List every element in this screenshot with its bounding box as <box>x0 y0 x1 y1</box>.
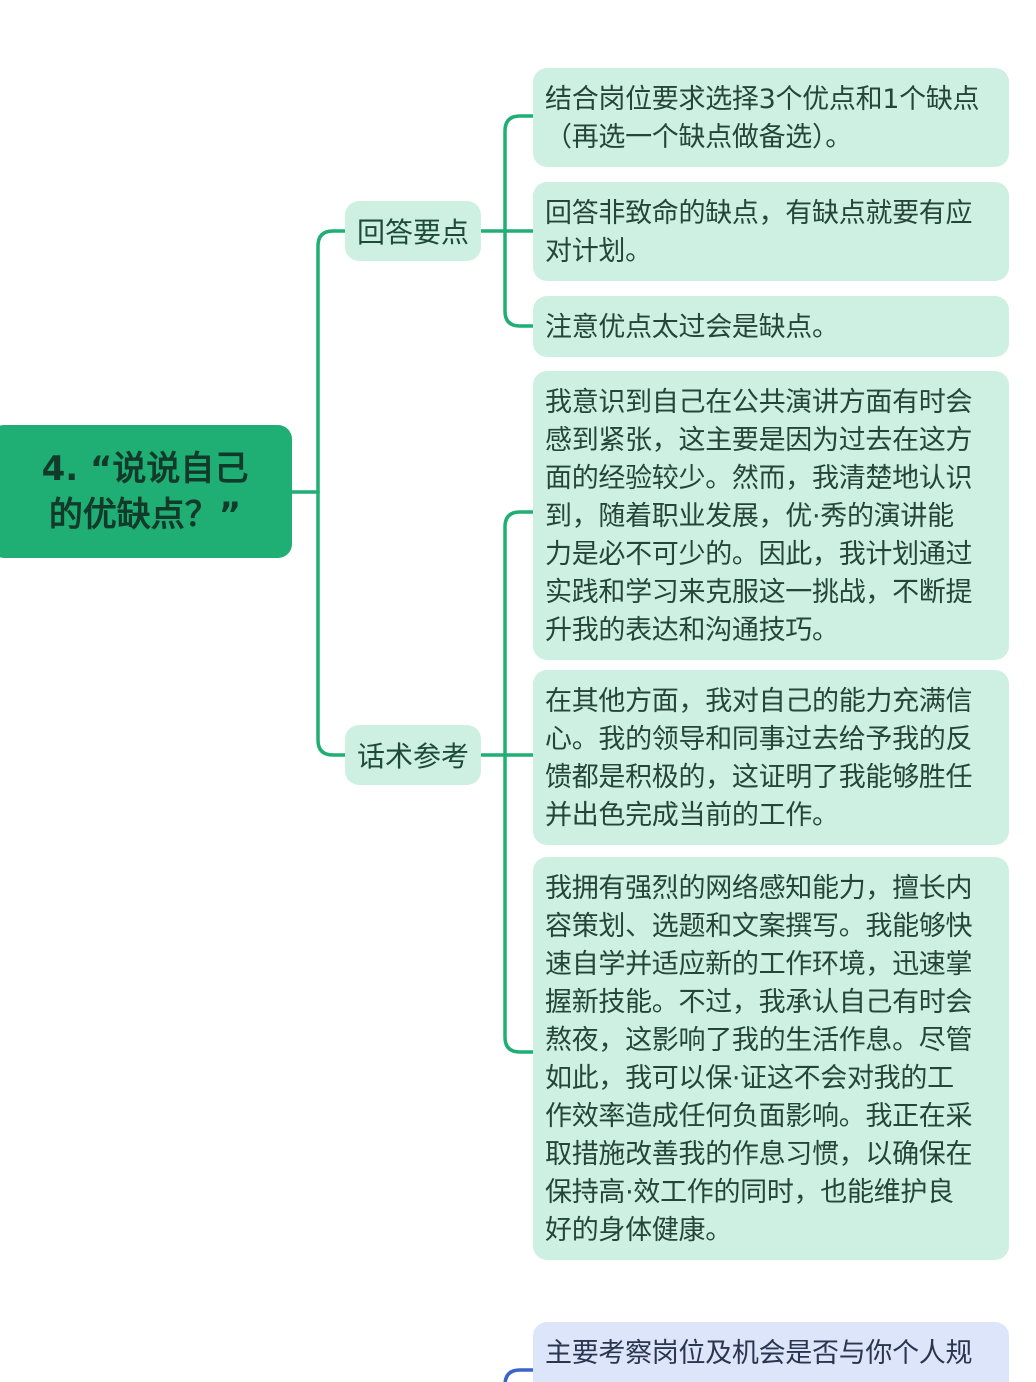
leaf-line: 馈都是积极的，这证明了我能够胜任 <box>545 762 973 793</box>
leaf-line: 握新技能。不过，我承认自己有时会 <box>545 987 973 1018</box>
leaf-line: 注意优点太过会是缺点。 <box>545 312 839 343</box>
branch-answer-points-label: 回答要点 <box>356 216 469 249</box>
leaf-next-section[interactable]: 主要考察岗位及机会是否与你个人规 <box>533 1322 1009 1382</box>
root-node[interactable]: 4. “说说自己 的优缺点？” <box>0 425 292 558</box>
root-title-line-1: 4. “说说自己 <box>41 448 249 489</box>
leaf-line: 速自学并适应新的工作环境，迅速掌 <box>545 949 973 980</box>
leaf-line: 到，随着职业发展，优·秀的演讲能 <box>545 501 954 532</box>
leaf-line: 结合岗位要求选择3个优点和1个缺点 <box>545 84 980 115</box>
leaf-line: 并出色完成当前的工作。 <box>545 800 839 831</box>
branch-reference-script-label: 话术参考 <box>356 740 469 773</box>
leaf-line: 对计划。 <box>545 236 652 267</box>
leaf-line: （再选一个缺点做备选）。 <box>545 122 852 153</box>
leaf-line: 实践和学习来克服这一挑战，不断提 <box>545 577 973 608</box>
leaf-line: 如此，我可以保·证这不会对我的工 <box>545 1063 954 1094</box>
leaf-answer-point-3[interactable]: 注意优点太过会是缺点。 <box>533 296 1009 357</box>
branch-2-to-leaf-3 <box>503 753 535 1054</box>
leaf-line: 我拥有强烈的网络感知能力，擅长内 <box>545 873 973 904</box>
leaf-line: 感到紧张，这主要是因为过去在这方 <box>545 425 973 456</box>
branch-reference-script[interactable]: 话术参考 <box>345 725 481 785</box>
root-to-branch-2 <box>316 490 347 757</box>
leaf-line: 升我的表达和沟通技巧。 <box>545 615 839 646</box>
root-title: 4. “说说自己 的优缺点？” <box>42 446 249 538</box>
leaf-reference-1[interactable]: 我意识到自己在公共演讲方面有时会 感到紧张，这主要是因为过去在这方 面的经验较少… <box>533 371 1009 660</box>
leaf-line: 好的身体健康。 <box>545 1215 732 1246</box>
leaf-line: 面的经验较少。然而，我清楚地认识 <box>545 463 973 494</box>
branch-2-to-leaf-1 <box>503 510 535 757</box>
leaf-reference-2[interactable]: 在其他方面，我对自己的能力充满信 心。我的领导和同事过去给予我的反 馈都是积极的… <box>533 670 1009 845</box>
leaf-line: 在其他方面，我对自己的能力充满信 <box>545 686 973 717</box>
branch-1-to-leaf-1 <box>503 114 535 233</box>
leaf-reference-3[interactable]: 我拥有强烈的网络感知能力，擅长内 容策划、选题和文案撰写。我能够快 速自学并适应… <box>533 857 1009 1260</box>
leaf-line: 作效率造成任何负面影响。我正在采 <box>545 1101 973 1132</box>
leaf-line: 取措施改善我的作息习惯，以确保在 <box>545 1139 973 1170</box>
branch-1-to-leaf-3 <box>503 229 535 328</box>
leaf-line: 回答非致命的缺点，有缺点就要有应 <box>545 198 973 229</box>
branch-answer-points[interactable]: 回答要点 <box>345 201 481 261</box>
next-section-connector <box>503 1368 533 1382</box>
leaf-line: 容策划、选题和文案撰写。我能够快 <box>545 911 973 942</box>
leaf-line: 心。我的领导和同事过去给予我的反 <box>545 724 973 755</box>
leaf-answer-point-1[interactable]: 结合岗位要求选择3个优点和1个缺点 （再选一个缺点做备选）。 <box>533 68 1009 167</box>
leaf-answer-point-2[interactable]: 回答非致命的缺点，有缺点就要有应 对计划。 <box>533 182 1009 281</box>
leaf-line: 主要考察岗位及机会是否与你个人规 <box>545 1338 973 1369</box>
leaf-line: 保持高·效工作的同时，也能维护良 <box>545 1177 954 1208</box>
leaf-line: 我意识到自己在公共演讲方面有时会 <box>545 387 973 418</box>
root-title-line-2: 的优缺点？” <box>48 494 242 535</box>
leaf-line: 熬夜，这影响了我的生活作息。尽管 <box>545 1025 973 1056</box>
root-to-branch-1 <box>316 229 347 494</box>
leaf-line: 力是必不可少的。因此，我计划通过 <box>545 539 973 570</box>
